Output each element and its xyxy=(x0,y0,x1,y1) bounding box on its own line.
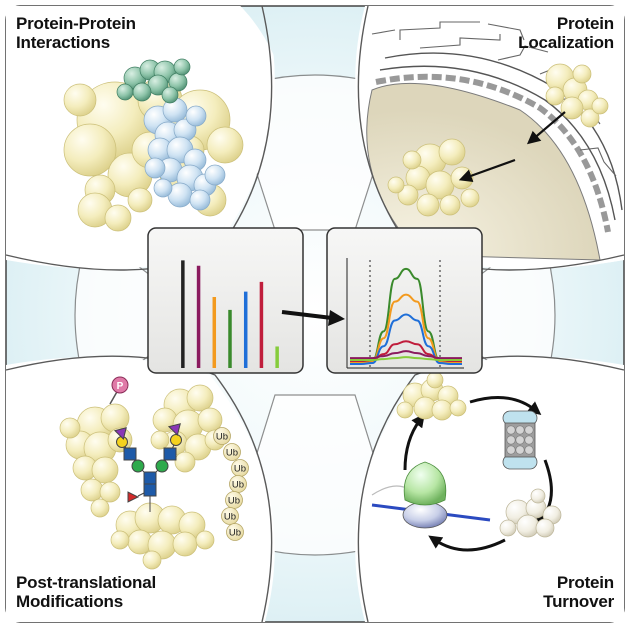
phospho-label: P xyxy=(117,381,124,392)
ubiquitin-3: Ub xyxy=(231,459,249,477)
peak-series-5 xyxy=(349,350,462,360)
bar-chart xyxy=(181,260,279,368)
peak-chart-panel xyxy=(326,227,483,374)
ubiquitin-label: Ub xyxy=(226,448,238,459)
degraded-protein xyxy=(499,488,562,538)
bar-chart-panel xyxy=(147,227,304,374)
proteasome xyxy=(502,410,538,470)
ptm-protein-bottom xyxy=(110,502,215,570)
label-turnover-line2: Turnover xyxy=(543,592,614,611)
protein-cluster-cytoplasm xyxy=(545,63,609,128)
panel-bl-border xyxy=(5,355,273,623)
ubiquitin-label: Ub xyxy=(234,464,246,475)
label-turnover-line1: Protein xyxy=(556,573,614,592)
peak-series-6 xyxy=(349,356,462,362)
panel-br-border xyxy=(357,355,625,623)
label-ptm-line1: Post-translational xyxy=(16,573,156,592)
label-post-translational-modifications: Post-translational Modifications xyxy=(16,573,156,611)
peak-series-3 xyxy=(350,313,462,366)
protein-cluster-nucleus xyxy=(387,138,480,217)
ubiquitin-label: Ub xyxy=(229,528,241,539)
ubiquitin-4: Ub xyxy=(229,475,247,493)
ubiquitin-6: Ub xyxy=(221,507,239,525)
protein-complex-blue xyxy=(143,97,226,211)
ubiquitin-label: Ub xyxy=(224,512,236,523)
label-protein-turnover: Protein Turnover xyxy=(543,573,614,611)
ubiquitin-label: Ub xyxy=(216,432,228,443)
ubiquitin-7: Ub xyxy=(226,523,244,541)
ptm-protein-left xyxy=(59,403,133,518)
label-ppi-line1: Protein-Protein xyxy=(16,14,136,33)
label-loc-line1: Protein xyxy=(556,14,614,33)
label-protein-localization: Protein Localization xyxy=(518,14,614,52)
ribosome xyxy=(371,461,491,529)
ubiquitin-label: Ub xyxy=(232,480,244,491)
turnover-protein xyxy=(396,371,467,421)
ubiquitin-label: Ub xyxy=(228,496,240,507)
ubiquitin-2: Ub xyxy=(223,443,241,461)
label-protein-protein-interactions: Protein-Protein Interactions xyxy=(16,14,136,52)
center-arrow xyxy=(281,310,345,326)
peak-chart xyxy=(346,258,464,369)
label-ppi-line2: Interactions xyxy=(16,33,110,52)
ubiquitin-5: Ub xyxy=(225,491,243,509)
glycan-tree xyxy=(113,423,182,512)
localization-arrows xyxy=(458,111,566,182)
label-ptm-line2: Modifications xyxy=(16,592,123,611)
ubiquitin-1: Ub xyxy=(213,427,231,445)
phosphorylation-tag: P xyxy=(109,376,129,405)
protein-complex-teal xyxy=(116,58,191,104)
label-loc-line2: Localization xyxy=(518,33,614,52)
